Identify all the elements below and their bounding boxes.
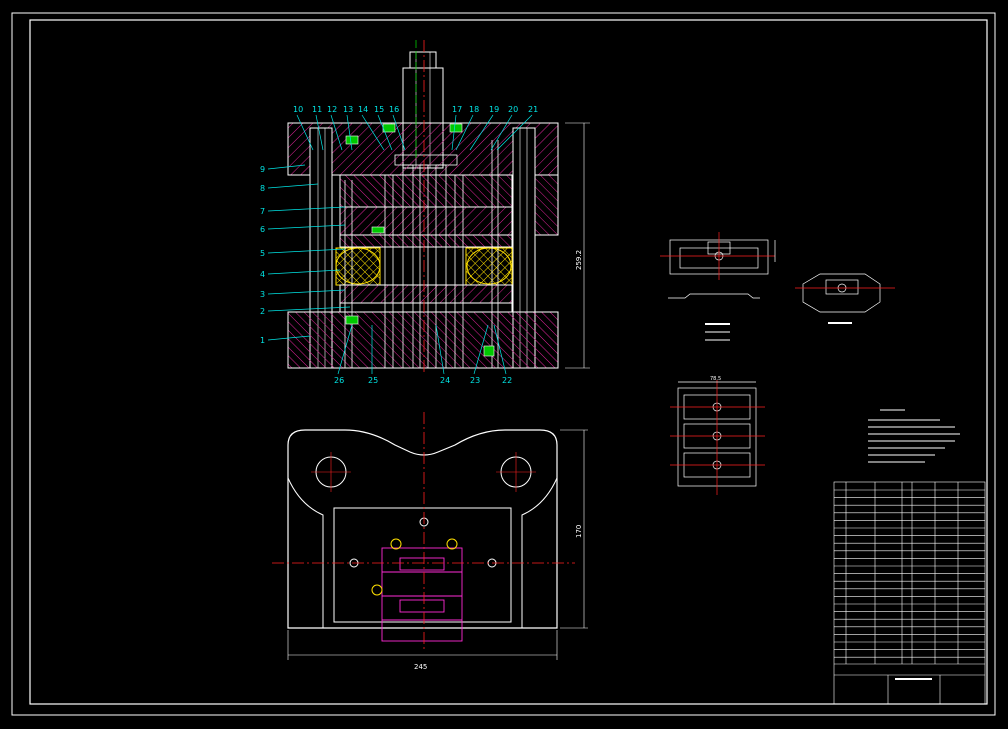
strip-width-dim: 78.5 bbox=[710, 376, 721, 382]
leader-line bbox=[267, 164, 306, 170]
leader-line bbox=[496, 114, 533, 151]
leader-line bbox=[296, 114, 314, 151]
part-number-17: 17 bbox=[452, 105, 462, 114]
inner-frame bbox=[29, 19, 988, 705]
part-number-1: 1 bbox=[260, 336, 265, 345]
part-number-18: 18 bbox=[469, 105, 479, 114]
part-number-25: 25 bbox=[368, 376, 378, 385]
leader-line bbox=[267, 335, 311, 341]
part-number-22: 22 bbox=[502, 376, 512, 385]
leader-line bbox=[490, 114, 513, 151]
leader-line bbox=[330, 114, 343, 151]
part-number-5: 5 bbox=[260, 249, 265, 258]
leader-line bbox=[267, 269, 341, 275]
leader-line bbox=[473, 324, 489, 375]
part-number-7: 7 bbox=[260, 207, 265, 216]
leader-line bbox=[493, 324, 507, 375]
part-number-14: 14 bbox=[358, 105, 368, 114]
leader-line bbox=[435, 324, 445, 375]
part-number-24: 24 bbox=[440, 376, 450, 385]
part-number-3: 3 bbox=[260, 290, 265, 299]
part-number-26: 26 bbox=[334, 376, 344, 385]
part-detail-b bbox=[795, 273, 895, 324]
leader-line bbox=[315, 114, 324, 151]
parts-list-table bbox=[833, 481, 986, 705]
part-number-11: 11 bbox=[312, 105, 322, 114]
leader-line bbox=[361, 114, 385, 151]
leader-line bbox=[267, 206, 346, 212]
part-number-8: 8 bbox=[260, 184, 265, 193]
plan-height-dim: 170 bbox=[575, 525, 583, 538]
strip-layout bbox=[670, 380, 765, 495]
die-plan-view: 245 170 bbox=[272, 412, 588, 671]
part-number-4: 4 bbox=[260, 270, 265, 279]
plan-width-dim: 245 bbox=[414, 663, 427, 671]
part-number-21: 21 bbox=[528, 105, 538, 114]
outer-frame bbox=[11, 12, 996, 716]
part-number-20: 20 bbox=[508, 105, 518, 114]
leader-line bbox=[455, 114, 474, 151]
leader-line bbox=[451, 114, 457, 151]
leader-line bbox=[267, 183, 319, 189]
part-number-2: 2 bbox=[260, 307, 265, 316]
die-section-view: 259.2 bbox=[287, 40, 590, 375]
part-number-12: 12 bbox=[327, 105, 337, 114]
part-number-6: 6 bbox=[260, 225, 265, 234]
leader-line bbox=[469, 114, 494, 151]
leader-line bbox=[267, 306, 351, 312]
part-number-10: 10 bbox=[293, 105, 303, 114]
leader-line bbox=[346, 114, 353, 151]
leader-line bbox=[267, 248, 346, 254]
part-number-15: 15 bbox=[374, 105, 384, 114]
part-number-13: 13 bbox=[343, 105, 353, 114]
leader-line bbox=[267, 289, 346, 295]
technical-notes bbox=[868, 409, 960, 463]
part-detail-a bbox=[660, 232, 776, 341]
leader-line bbox=[377, 114, 393, 151]
leader-line bbox=[337, 324, 353, 375]
part-number-23: 23 bbox=[470, 376, 480, 385]
section-height-dim: 259.2 bbox=[575, 250, 583, 270]
part-number-16: 16 bbox=[389, 105, 399, 114]
part-number-19: 19 bbox=[489, 105, 499, 114]
part-number-9: 9 bbox=[260, 165, 265, 174]
leader-line bbox=[267, 224, 346, 230]
leader-line bbox=[392, 114, 406, 151]
